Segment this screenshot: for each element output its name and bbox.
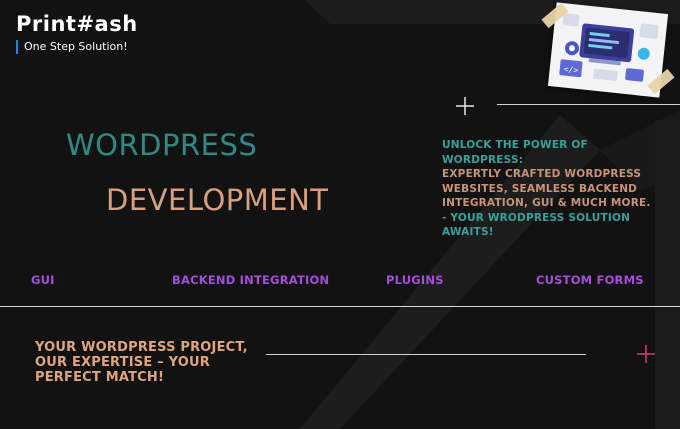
blurb-lead: UNLOCK THE POWER OF WORDPRESS: xyxy=(442,139,588,166)
feature-custom-forms[interactable]: CUSTOM FORMS xyxy=(536,273,644,287)
logo-text-ash: ash xyxy=(94,12,138,36)
logo-hash: # xyxy=(76,12,95,36)
blurb-signature: - YOUR WRODPRESS SOLUTION AWAITS! xyxy=(442,211,631,239)
section-divider xyxy=(0,306,680,307)
feature-backend-integration[interactable]: BACKEND INTEGRATION xyxy=(172,273,330,287)
feature-gui[interactable]: GUI xyxy=(31,273,55,287)
divider-line-top xyxy=(497,104,680,105)
blurb-body: EXPERTLY CRAFTED WORDPRESS WEBSITES, SEA… xyxy=(442,168,651,209)
plus-icon xyxy=(456,97,474,115)
brand: Print#ash One Step Solution! xyxy=(16,12,138,54)
hero-title-development: DEVELOPMENT xyxy=(106,183,329,217)
logo-text-print: Print xyxy=(16,12,77,36)
hero-title-wordpress: WORDPRESS xyxy=(66,128,258,162)
svg-text:</>: </> xyxy=(563,65,578,75)
illustration-graphic: </> xyxy=(559,13,659,82)
brand-tagline: One Step Solution! xyxy=(16,40,138,54)
plus-icon-red xyxy=(637,345,655,363)
brand-logo[interactable]: Print#ash xyxy=(16,12,138,36)
divider-line-bottom xyxy=(266,354,586,355)
cta-text: YOUR WORDPRESS PROJECT, OUR EXPERTISE – … xyxy=(35,340,248,385)
web-development-illustration: </> xyxy=(547,2,669,98)
description-blurb: UNLOCK THE POWER OF WORDPRESS: EXPERTLY … xyxy=(442,138,672,240)
feature-plugins[interactable]: PLUGINS xyxy=(386,273,444,287)
